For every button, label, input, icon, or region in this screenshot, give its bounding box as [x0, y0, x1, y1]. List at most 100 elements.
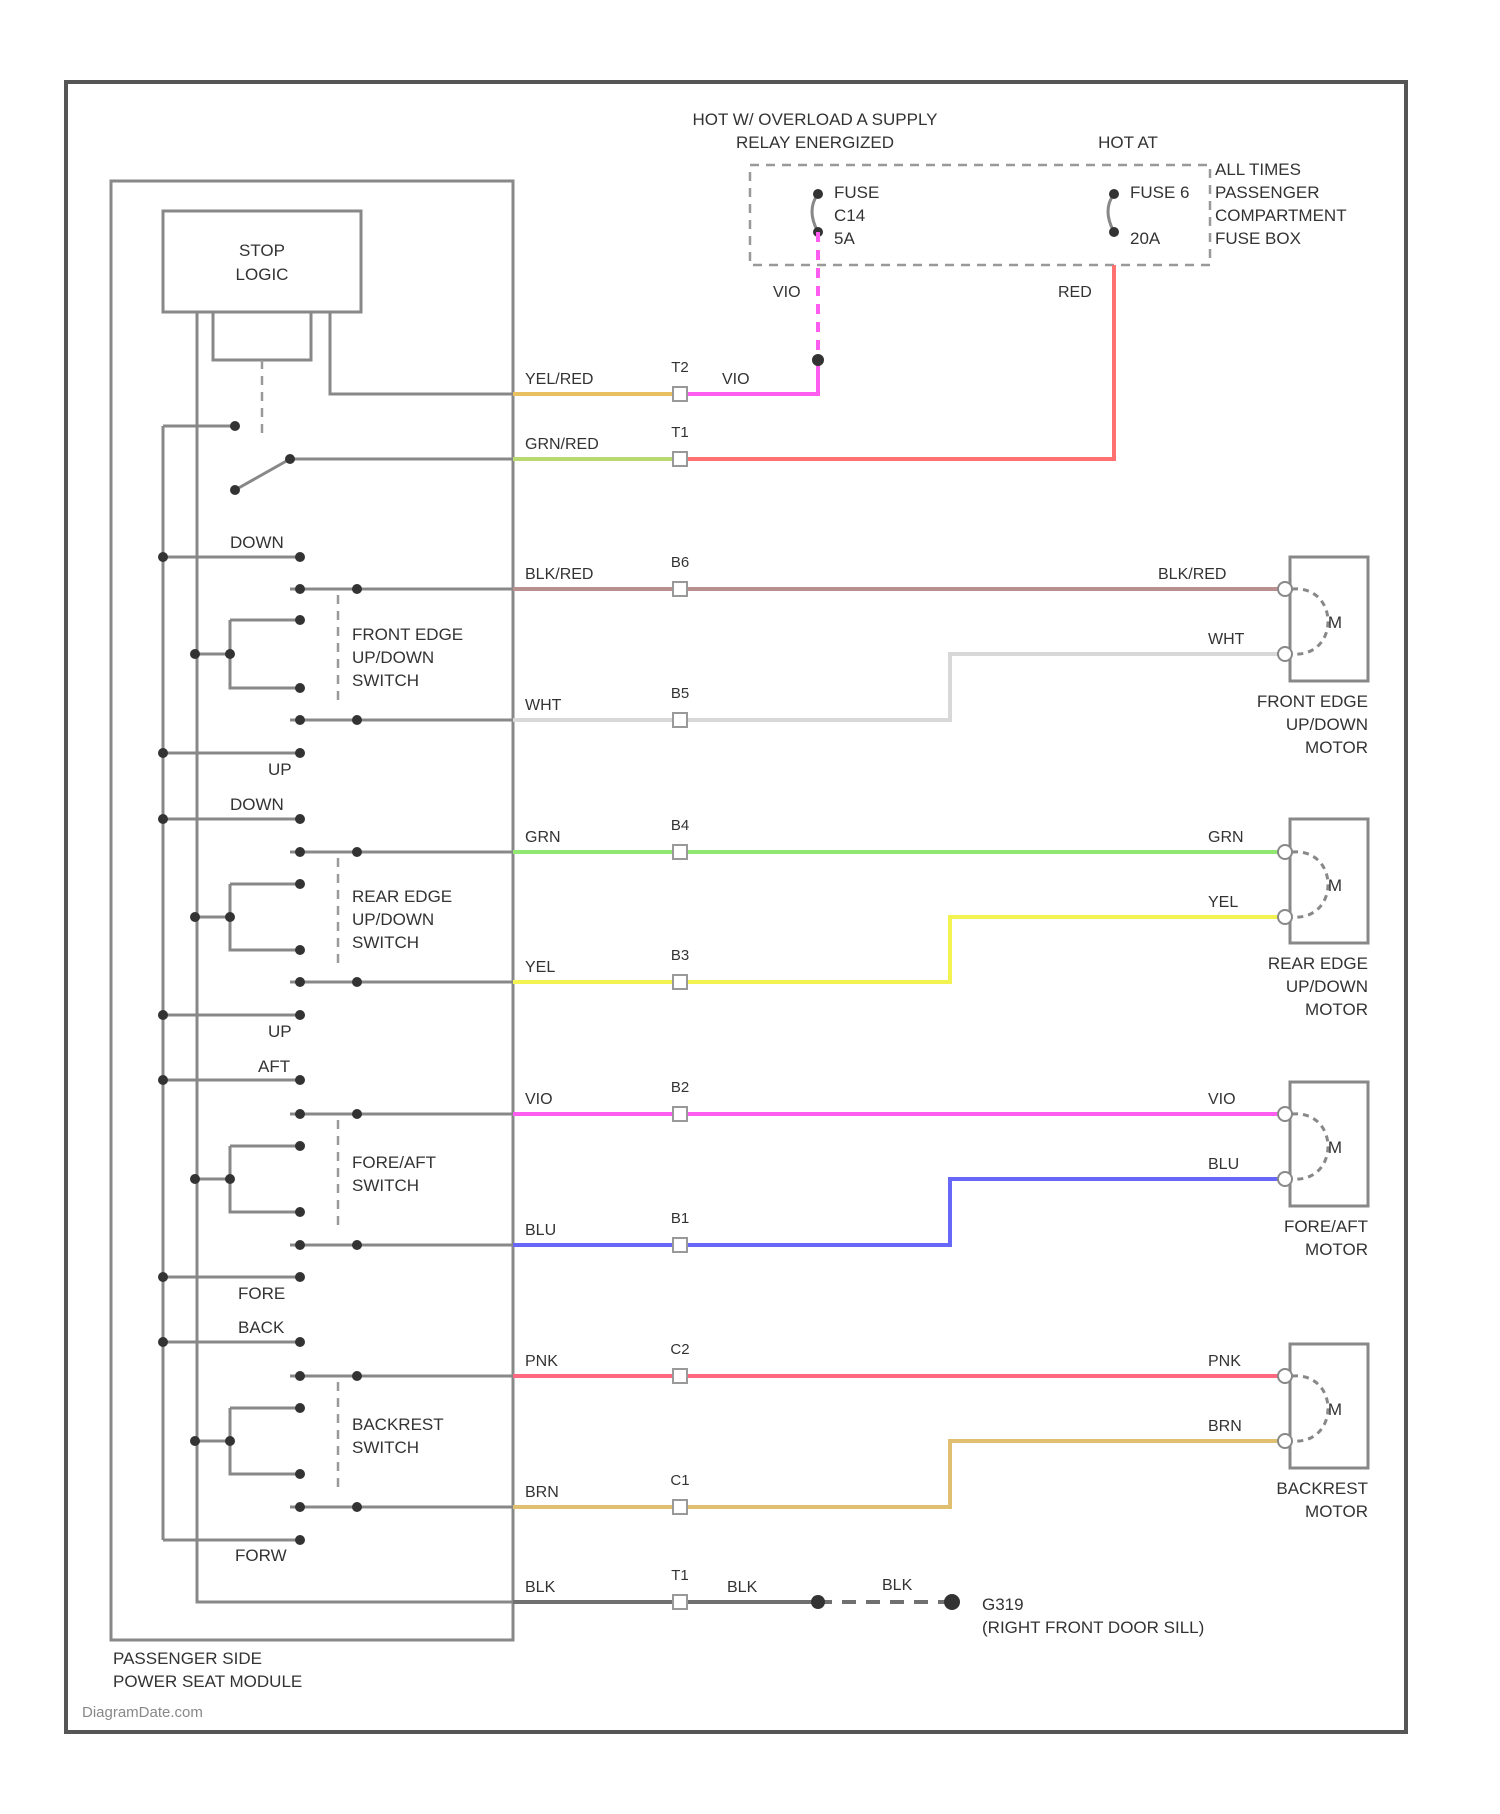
pin-c1: C1	[670, 1472, 689, 1489]
position-down-1: DOWN	[230, 533, 284, 552]
front-edge-motor-line2: UP/DOWN	[1286, 715, 1368, 734]
label-blk-b: BLK	[727, 1579, 758, 1596]
label-grn-a: GRN	[525, 829, 561, 846]
stop-logic-line2: LOGIC	[236, 265, 289, 284]
label-wht-a: WHT	[525, 697, 562, 714]
backrest-motor-line2: MOTOR	[1305, 1502, 1368, 1521]
position-up-2: UP	[268, 1022, 292, 1041]
label-yel-b: YEL	[1208, 894, 1238, 911]
pin-b3: B3	[671, 947, 689, 964]
fore-aft-motor-line1: FORE/AFT	[1284, 1217, 1368, 1236]
backrest-motor-line1: BACKREST	[1276, 1479, 1368, 1498]
fore-aft-switch-label2: SWITCH	[352, 1176, 419, 1195]
fore-aft-motor-symbol: M	[1328, 1138, 1342, 1157]
fuse-6-line2: 20A	[1130, 229, 1161, 248]
power-seat-module-box	[111, 181, 513, 1640]
label-grn-red: GRN/RED	[525, 436, 599, 453]
backrest-motor-symbol: M	[1328, 1400, 1342, 1419]
label-blk-a: BLK	[525, 1579, 556, 1596]
module-name-line2: POWER SEAT MODULE	[113, 1672, 302, 1691]
label-brn-b: BRN	[1208, 1418, 1242, 1435]
position-aft: AFT	[258, 1057, 290, 1076]
fuse-box-line2: PASSENGER	[1215, 183, 1320, 202]
rear-edge-switch-label2: UP/DOWN	[352, 910, 434, 929]
position-up-1: UP	[268, 760, 292, 779]
label-pnk-a: PNK	[525, 1353, 558, 1370]
label-yel-red: YEL/RED	[525, 371, 593, 388]
label-blk-red-b: BLK/RED	[1158, 566, 1226, 583]
label-blk-c: BLK	[882, 1577, 913, 1594]
stop-logic-box	[163, 211, 361, 312]
front-edge-switch-label3: SWITCH	[352, 671, 419, 690]
label-brn-a: BRN	[525, 1484, 559, 1501]
pin-b1: B1	[671, 1210, 689, 1227]
fore-aft-switch-label1: FORE/AFT	[352, 1153, 436, 1172]
label-red: RED	[1058, 284, 1092, 301]
front-edge-switch-label2: UP/DOWN	[352, 648, 434, 667]
fuse-6-line1: FUSE 6	[1130, 183, 1190, 202]
pin-t1-bottom: T1	[671, 1567, 689, 1584]
rear-edge-switch-label1: REAR EDGE	[352, 887, 452, 906]
fuse-c14-line2: C14	[834, 206, 865, 225]
position-back: BACK	[238, 1318, 285, 1337]
ground-g319: G319	[982, 1595, 1024, 1614]
backrest-switch-label2: SWITCH	[352, 1438, 419, 1457]
pin-b5: B5	[671, 685, 689, 702]
pin-b2: B2	[671, 1079, 689, 1096]
label-vio-a: VIO	[722, 371, 750, 388]
wire-wht	[513, 654, 1285, 720]
label-vio-b: VIO	[773, 284, 801, 301]
pin-b6: B6	[671, 554, 689, 571]
ground-location: (RIGHT FRONT DOOR SILL)	[982, 1618, 1204, 1637]
front-edge-motor-line3: MOTOR	[1305, 738, 1368, 757]
fuse-c14	[812, 189, 823, 237]
backrest-switch-label1: BACKREST	[352, 1415, 444, 1434]
fuse-box-line3: COMPARTMENT	[1215, 206, 1347, 225]
pin-c2: C2	[670, 1341, 689, 1358]
module-name-line1: PASSENGER SIDE	[113, 1649, 262, 1668]
label-grn-b: GRN	[1208, 829, 1244, 846]
fuse-box-line1: ALL TIMES	[1215, 160, 1301, 179]
watermark: DiagramDate.com	[82, 1704, 203, 1721]
hot-at-label: HOT AT	[1098, 133, 1158, 152]
wire-yel	[513, 917, 1285, 982]
label-blu-a: BLU	[525, 1222, 556, 1239]
front-edge-motor	[1278, 557, 1368, 681]
fuse-6	[1108, 189, 1119, 237]
stop-logic-line1: STOP	[239, 241, 285, 260]
label-vio-c: VIO	[525, 1091, 553, 1108]
rear-edge-motor-line1: REAR EDGE	[1268, 954, 1368, 973]
backrest-motor	[1278, 1344, 1368, 1468]
fuse-box-line4: FUSE BOX	[1215, 229, 1301, 248]
wire-brn	[513, 1441, 1285, 1507]
rear-edge-motor	[1278, 819, 1368, 943]
label-wht-b: WHT	[1208, 631, 1245, 648]
rear-edge-motor-symbol: M	[1328, 876, 1342, 895]
fuse-c14-line3: 5A	[834, 229, 855, 248]
rear-edge-switch-label3: SWITCH	[352, 933, 419, 952]
wires	[513, 232, 1285, 1602]
wire-blu	[513, 1179, 1285, 1245]
label-pnk-b: PNK	[1208, 1353, 1241, 1370]
rear-edge-motor-line2: UP/DOWN	[1286, 977, 1368, 996]
fuse-c14-line1: FUSE	[834, 183, 879, 202]
rear-edge-motor-line3: MOTOR	[1305, 1000, 1368, 1019]
wire-red	[680, 265, 1114, 459]
position-forw: FORW	[235, 1546, 287, 1565]
label-vio-d: VIO	[1208, 1091, 1236, 1108]
diagram-frame	[66, 82, 1406, 1732]
hot-overload-line2: RELAY ENERGIZED	[736, 133, 894, 152]
pin-t1-top: T1	[671, 424, 689, 441]
pin-t2: T2	[671, 359, 689, 376]
front-edge-motor-symbol: M	[1328, 613, 1342, 632]
label-yel-a: YEL	[525, 959, 555, 976]
front-edge-motor-line1: FRONT EDGE	[1257, 692, 1368, 711]
position-down-2: DOWN	[230, 795, 284, 814]
fore-aft-motor	[1278, 1082, 1368, 1206]
label-blk-red-a: BLK/RED	[525, 566, 593, 583]
front-edge-switch-label1: FRONT EDGE	[352, 625, 463, 644]
position-fore: FORE	[238, 1284, 285, 1303]
pin-b4: B4	[671, 817, 689, 834]
fore-aft-motor-line2: MOTOR	[1305, 1240, 1368, 1259]
